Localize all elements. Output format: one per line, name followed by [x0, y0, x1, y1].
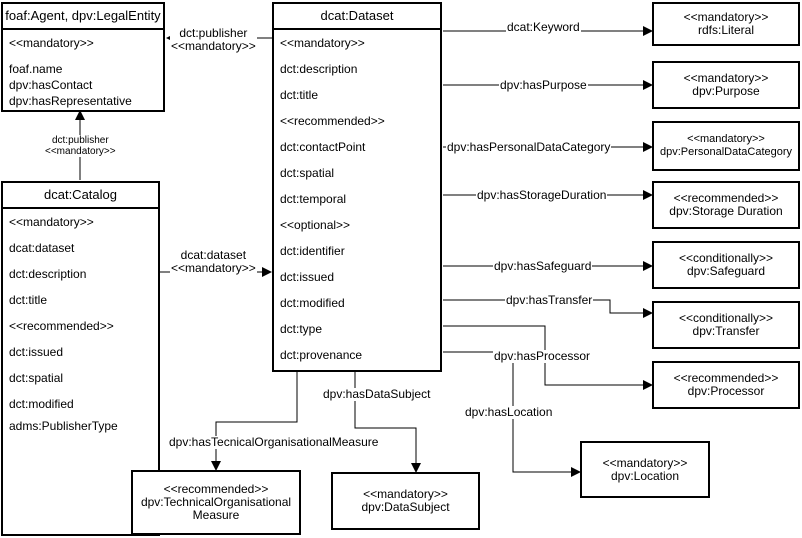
box-class-name: dpv:Transfer	[692, 324, 760, 338]
box-class-name: dpv:PersonalDataCategory	[659, 146, 793, 158]
box-stereotype: <<mandatory>>	[683, 10, 769, 24]
box-class-name: dpv:Safeguard	[686, 264, 766, 278]
class-agent: foaf:Agent, dpv:LegalEntity <<mandatory>…	[1, 2, 165, 112]
box-class-name: dpv:Storage Duration	[669, 204, 783, 218]
class-dataset-row: dct:type	[280, 322, 323, 336]
class-catalog-row: dct:title	[9, 293, 48, 307]
edge-label-property: dcat:dataset	[180, 248, 247, 262]
class-catalog-row: dct:description	[9, 267, 87, 281]
class-catalog: dcat:Catalog <<mandatory>> dcat:dataset …	[1, 181, 160, 536]
edge-label-dataset-publisher: dct:publisher <<mandatory>>	[170, 27, 257, 53]
class-catalog-row: <<recommended>>	[9, 319, 114, 333]
box-dpv-location: <<mandatory>> dpv:Location	[580, 441, 710, 498]
edge-label-has-transfer: dpv:hasTransfer	[505, 293, 594, 307]
box-stereotype: <<recommended>>	[163, 482, 269, 496]
edge-label-property: dct:publisher	[179, 26, 248, 40]
edge-label-keyword: dcat:Keyword	[506, 20, 581, 34]
box-stereotype: <<mandatory>>	[363, 487, 448, 501]
box-class-name: dpv:TechnicalOrganisational	[140, 495, 292, 509]
class-dataset-row: dct:identifier	[280, 244, 345, 258]
edge-label-has-location: dpv:hasLocation	[464, 405, 554, 419]
class-dataset-row: dct:contactPoint	[280, 140, 366, 154]
edge-label-has-technical-measure: dpv:hasTecnicalOrganisationalMeasure	[168, 435, 380, 449]
edge-label-stereotype: <<mandatory>>	[171, 39, 256, 53]
class-catalog-row: dct:spatial	[9, 371, 64, 385]
box-dpv-data-subject: <<mandatory>> dpv:DataSubject	[331, 472, 480, 530]
edge-label-stereotype: <<mandatory>>	[45, 146, 116, 157]
class-agent-title: foaf:Agent, dpv:LegalEntity	[3, 4, 163, 30]
box-dpv-processor: <<recommended>> dpv:Processor	[652, 361, 800, 409]
edge-label-catalog-dataset: dcat:dataset <<mandatory>>	[170, 249, 257, 275]
class-catalog-row: dct:issued	[9, 345, 64, 359]
box-stereotype: <<conditionally>>	[678, 251, 774, 265]
box-dpv-technical-organisational-measure: <<recommended>> dpv:TechnicalOrganisatio…	[131, 470, 301, 535]
edge-label-catalog-publisher: dct:publisher <<mandatory>>	[44, 135, 117, 157]
edge-label-has-purpose: dpv:hasPurpose	[499, 78, 588, 92]
class-catalog-row: dct:modified	[9, 397, 74, 411]
class-catalog-row: adms:PublisherType	[9, 419, 118, 433]
class-dataset-row: <<mandatory>>	[280, 36, 365, 50]
class-dataset-row: dct:description	[280, 62, 358, 76]
edge-label-property: dct:publisher	[51, 135, 109, 146]
box-class-name: rdfs:Literal	[697, 23, 755, 37]
class-dataset-row: dct:temporal	[280, 192, 347, 206]
box-dpv-storage-duration: <<recommended>> dpv:Storage Duration	[652, 181, 800, 229]
class-dataset-title: dcat:Dataset	[274, 4, 440, 30]
class-dataset-row: dct:title	[280, 88, 319, 102]
class-agent-row: <<mandatory>>	[9, 36, 94, 50]
box-rdfs-literal: <<mandatory>> rdfs:Literal	[652, 2, 800, 46]
edge-has-technical-measure	[211, 372, 298, 471]
box-class-name: dpv:Location	[610, 468, 680, 483]
class-agent-row: dpv:hasContact	[9, 78, 93, 92]
box-stereotype: <<recommended>>	[673, 191, 779, 205]
edge-label-has-storage-duration: dpv:hasStorageDuration	[476, 188, 608, 202]
class-dataset-row: dct:modified	[280, 296, 345, 310]
class-dataset-row: dct:issued	[280, 270, 335, 284]
class-agent-row: dpv:hasRepresentative	[9, 94, 132, 108]
box-stereotype: <<recommended>>	[673, 371, 779, 385]
class-catalog-title: dcat:Catalog	[3, 183, 158, 209]
box-class-name: dpv:DataSubject	[361, 500, 450, 514]
class-catalog-row: <<mandatory>>	[9, 215, 94, 229]
box-dpv-transfer: <<conditionally>> dpv:Transfer	[652, 301, 800, 349]
box-class-name: dpv:Processor	[687, 384, 765, 398]
box-stereotype: <<mandatory>>	[602, 455, 688, 470]
box-dpv-personal-data-category: <<mandatory>> dpv:PersonalDataCategory	[652, 121, 800, 171]
box-stereotype: <<mandatory>>	[683, 71, 769, 85]
class-dataset-row: <<recommended>>	[280, 114, 385, 128]
class-dataset-row: dct:spatial	[280, 166, 335, 180]
class-dataset-row: <<optional>>	[280, 218, 351, 232]
edge-label-has-data-subject: dpv:hasDataSubject	[322, 387, 432, 401]
class-dataset-row: dct:provenance	[280, 348, 363, 362]
box-class-name: Measure	[192, 508, 240, 522]
edge-label-has-processor: dpv:hasProcessor	[493, 349, 592, 363]
box-dpv-safeguard: <<conditionally>> dpv:Safeguard	[652, 241, 800, 289]
edge-label-has-personal-data-category: dpv:hasPersonalDataCategory	[446, 140, 612, 154]
box-class-name: dpv:Purpose	[692, 84, 760, 98]
box-dpv-purpose: <<mandatory>> dpv:Purpose	[652, 61, 800, 109]
class-dataset: dcat:Dataset <<mandatory>> dct:descripti…	[272, 2, 442, 372]
box-stereotype: <<mandatory>>	[687, 133, 765, 145]
box-stereotype: <<conditionally>>	[678, 311, 774, 325]
edge-label-stereotype: <<mandatory>>	[171, 261, 256, 275]
class-agent-row: foaf.name	[9, 62, 63, 76]
edge-label-has-safeguard: dpv:hasSafeguard	[493, 259, 593, 273]
class-catalog-row: dcat:dataset	[9, 241, 75, 255]
